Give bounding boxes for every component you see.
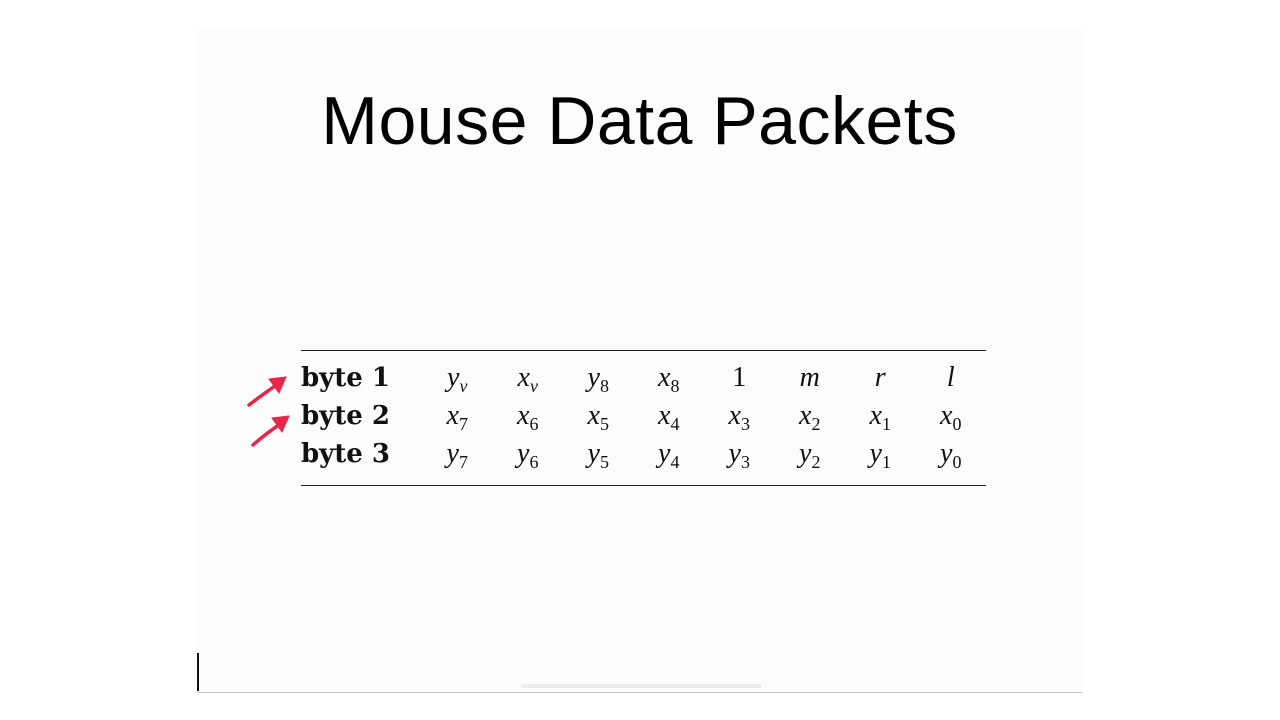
bit-subscript: 3 xyxy=(740,452,750,472)
bit-cell: y4 xyxy=(634,435,705,473)
bit-cell: x2 xyxy=(775,397,846,435)
bit-symbol: x xyxy=(658,362,671,393)
home-indicator[interactable] xyxy=(521,684,762,688)
bit-symbol: x xyxy=(869,400,882,431)
byte-label: byte 3 xyxy=(301,439,390,469)
bit-symbol: x xyxy=(940,400,953,431)
bit-cell: x8 xyxy=(634,359,705,397)
bit-symbol: y xyxy=(799,438,812,469)
bit-cell: x7 xyxy=(422,397,493,435)
bit-cell: r xyxy=(845,359,916,397)
bit-cell: x0 xyxy=(916,397,987,435)
bit-subscript: 5 xyxy=(599,414,609,434)
bit-symbol: y xyxy=(940,438,953,469)
bit-symbol: x xyxy=(658,400,671,431)
bit-subscript: 0 xyxy=(952,452,962,472)
bit-subscript: v xyxy=(459,376,468,396)
bit-symbol: x xyxy=(728,400,741,431)
bit-cell: xv xyxy=(493,359,564,397)
text-cursor xyxy=(197,653,199,691)
bit-subscript: 7 xyxy=(458,414,468,434)
bit-cell: x3 xyxy=(704,397,775,435)
handwritten-arrow-icon xyxy=(247,376,287,407)
handwritten-arrow-icon xyxy=(251,415,290,447)
bit-subscript: 2 xyxy=(811,414,821,434)
bit-subscript: 6 xyxy=(529,414,539,434)
bit-symbol: m xyxy=(799,362,820,393)
bit-subscript: 8 xyxy=(670,376,680,396)
byte-label: byte 1 xyxy=(301,363,390,393)
bit-symbol: y xyxy=(447,362,460,393)
bit-symbol: l xyxy=(946,362,955,393)
bit-symbol: x xyxy=(517,400,530,431)
bit-cell: y3 xyxy=(704,435,775,473)
bit-symbol: y xyxy=(728,438,741,469)
bit-cell: yv xyxy=(422,359,493,397)
bit-subscript: 2 xyxy=(811,452,821,472)
bit-subscript: 0 xyxy=(952,414,962,434)
bit-subscript: 8 xyxy=(599,376,609,396)
bit-subscript: 6 xyxy=(529,452,539,472)
bit-subscript: 4 xyxy=(670,452,680,472)
bit-subscript: 7 xyxy=(458,452,468,472)
bit-symbol: y xyxy=(587,438,600,469)
bit-cell: y2 xyxy=(775,435,846,473)
bit-symbol: y xyxy=(517,438,530,469)
bit-cell: y8 xyxy=(563,359,634,397)
bit-symbol: x xyxy=(446,400,459,431)
bit-symbol: y xyxy=(658,438,671,469)
bit-cell: y6 xyxy=(493,435,564,473)
slide-title: Mouse Data Packets xyxy=(321,83,958,159)
bit-cell: x4 xyxy=(634,397,705,435)
bit-cell: x6 xyxy=(493,397,564,435)
bit-cell: y5 xyxy=(563,435,634,473)
bit-symbol: x xyxy=(587,400,600,431)
bit-subscript: v xyxy=(529,376,538,396)
bit-symbol: y xyxy=(587,362,600,393)
bit-symbol: x xyxy=(799,400,812,431)
bit-symbol: x xyxy=(517,362,530,393)
table-bottom-rule xyxy=(301,485,986,486)
bit-subscript: 1 xyxy=(881,414,891,434)
bit-cell: l xyxy=(916,359,987,397)
bit-cell: m xyxy=(775,359,846,397)
bit-subscript: 1 xyxy=(881,452,891,472)
bit-cell: y1 xyxy=(845,435,916,473)
table-top-rule xyxy=(301,350,986,351)
bit-subscript: 3 xyxy=(740,414,750,434)
bit-symbol: 1 xyxy=(732,362,747,393)
bit-subscript: 4 xyxy=(670,414,680,434)
bit-symbol: r xyxy=(874,362,886,393)
byte-label: byte 2 xyxy=(301,401,390,431)
bit-symbol: y xyxy=(446,438,459,469)
bit-cell: y0 xyxy=(916,435,987,473)
bit-symbol: y xyxy=(869,438,882,469)
annotation-layer xyxy=(247,376,290,447)
bit-subscript: 5 xyxy=(599,452,609,472)
bit-cell: x1 xyxy=(845,397,916,435)
bit-cell: x5 xyxy=(563,397,634,435)
bit-cell: 1 xyxy=(704,359,775,397)
bit-cell: y7 xyxy=(422,435,493,473)
